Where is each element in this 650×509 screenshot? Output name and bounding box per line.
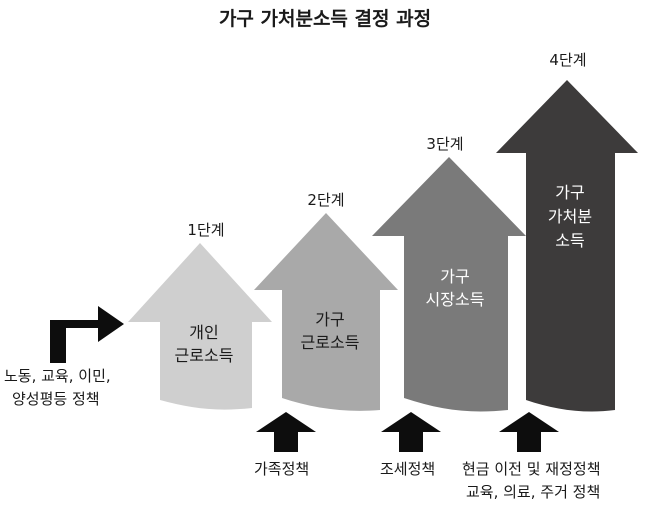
start-bent-arrow — [50, 306, 124, 363]
stage-3-text-line1: 가구 — [440, 267, 470, 286]
diagram-title: 가구 가처분소득 결정 과정 — [218, 8, 432, 30]
stage-4-label: 4단계 — [549, 51, 587, 69]
start-label-line1: 노동, 교육, 이민, — [4, 367, 111, 385]
policy-3-label-line2: 교육, 의료, 주거 정책 — [466, 483, 601, 501]
stage-2-arrow — [254, 213, 398, 411]
policy-3-label-line1: 현금 이전 및 재정정책 — [462, 460, 601, 478]
stage-2-text-line2: 근로소득 — [300, 333, 360, 352]
stage-4-arrow — [496, 80, 638, 412]
stage-1-text-line2: 근로소득 — [174, 346, 234, 365]
stage-3-arrow — [372, 157, 526, 412]
stage-2-text-line1: 가구 — [315, 310, 345, 329]
policy-2-label: 조세정책 — [380, 460, 436, 478]
stage-4-text-line1: 가구 — [555, 183, 585, 202]
stage-1-arrow — [128, 243, 272, 410]
stage-2-label: 2단계 — [307, 191, 345, 209]
policy-1-up-arrow — [256, 412, 316, 452]
start-label-line2: 양성평등 정책 — [12, 390, 100, 408]
stage-4-text-line3: 소득 — [555, 231, 585, 250]
stage-4-text-line2: 가처분 — [547, 207, 593, 226]
policy-2-up-arrow — [381, 412, 441, 452]
stage-3-text-line2: 시장소득 — [425, 290, 485, 309]
policy-3-up-arrow — [499, 412, 559, 452]
stage-1-text-line1: 개인 — [189, 323, 219, 342]
policy-1-label: 가족정책 — [254, 460, 310, 478]
stage-3-label: 3단계 — [426, 135, 464, 153]
stage-1-label: 1단계 — [187, 221, 225, 239]
